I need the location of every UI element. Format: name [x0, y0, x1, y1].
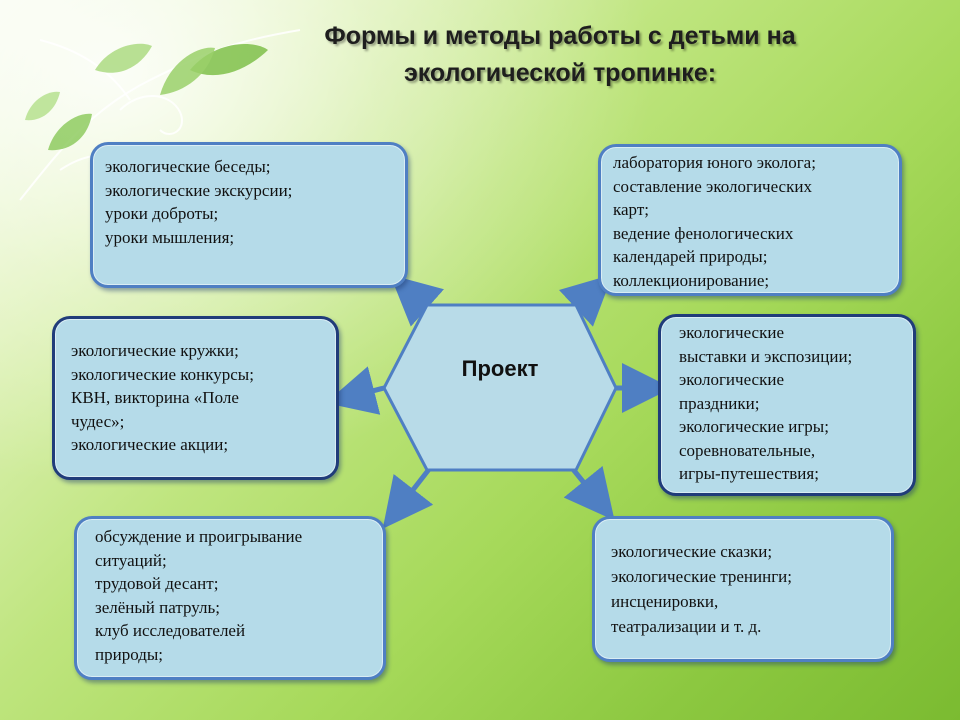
box-discussion: обсуждение и проигрывание ситуаций; труд… [74, 516, 386, 680]
leaf-ornament [25, 43, 268, 151]
center-hexagon [382, 303, 618, 472]
box-line: экологические беседы; [105, 157, 271, 176]
box-line: игры-путешествия; [679, 464, 819, 483]
box-line: обсуждение и проигрывание [95, 527, 303, 546]
box-laboratory: лаборатория юного эколога; составление э… [598, 144, 902, 296]
box-line: экологические тренинги; [611, 567, 793, 586]
box-line: чудес»; [71, 411, 125, 431]
box-line: театрализации и т. д. [611, 617, 762, 636]
box-line: экологические [679, 370, 784, 389]
title-line-2: экологической тропинке: [403, 59, 717, 87]
box-line: выставки и экспозиции; [679, 346, 853, 366]
box-line: экологические конкурсы; [71, 364, 254, 384]
box-clubs: экологические кружки; экологические конк… [52, 316, 339, 480]
title-line-1: Формы и методы работы с детьми на [324, 22, 796, 50]
box-line: экологические [679, 323, 784, 342]
slide-title: Формы и методы работы с детьми на эколог… [200, 18, 920, 92]
box-line: клуб исследователей [95, 621, 246, 640]
box-line: экологические кружки; [71, 341, 239, 360]
arrow-bot-right [563, 465, 615, 521]
box-line: карт; [613, 200, 649, 219]
box-line: коллекционирование; [613, 270, 770, 290]
box-line: природы; [95, 644, 163, 664]
box-line: инсценировки, [611, 592, 719, 611]
box-line: трудовой десант; [95, 574, 219, 593]
box-line: зелёный патруль; [95, 597, 220, 617]
box-line: КВН, викторина «Поле [71, 388, 239, 407]
arrow-bot-left [382, 465, 434, 529]
center-label: Проект [461, 356, 539, 381]
box-line: праздники; [679, 393, 760, 413]
box-line: экологические акции; [71, 435, 229, 454]
box-line: уроки мышления; [105, 227, 235, 247]
box-line: соревновательные, [679, 440, 816, 460]
box-line: уроки доброты; [105, 204, 219, 223]
box-line: экологические экскурсии; [105, 180, 293, 200]
box-line: лаборатория юного эколога; [613, 153, 816, 172]
box-line: календарей природы; [613, 247, 768, 266]
box-line: ведение фенологических [613, 223, 794, 243]
box-exhibitions: экологические выставки и экспозиции; эко… [658, 314, 916, 496]
arrow-mid-left [325, 366, 387, 415]
box-fairy-tales: экологические сказки; экологические трен… [592, 516, 894, 662]
box-line: экологические сказки; [611, 542, 773, 561]
box-conversations: экологические беседы; экологические экск… [90, 142, 408, 288]
box-line: экологические игры; [679, 417, 829, 436]
box-line: составление экологических [613, 176, 812, 196]
box-line: ситуаций; [95, 550, 167, 570]
